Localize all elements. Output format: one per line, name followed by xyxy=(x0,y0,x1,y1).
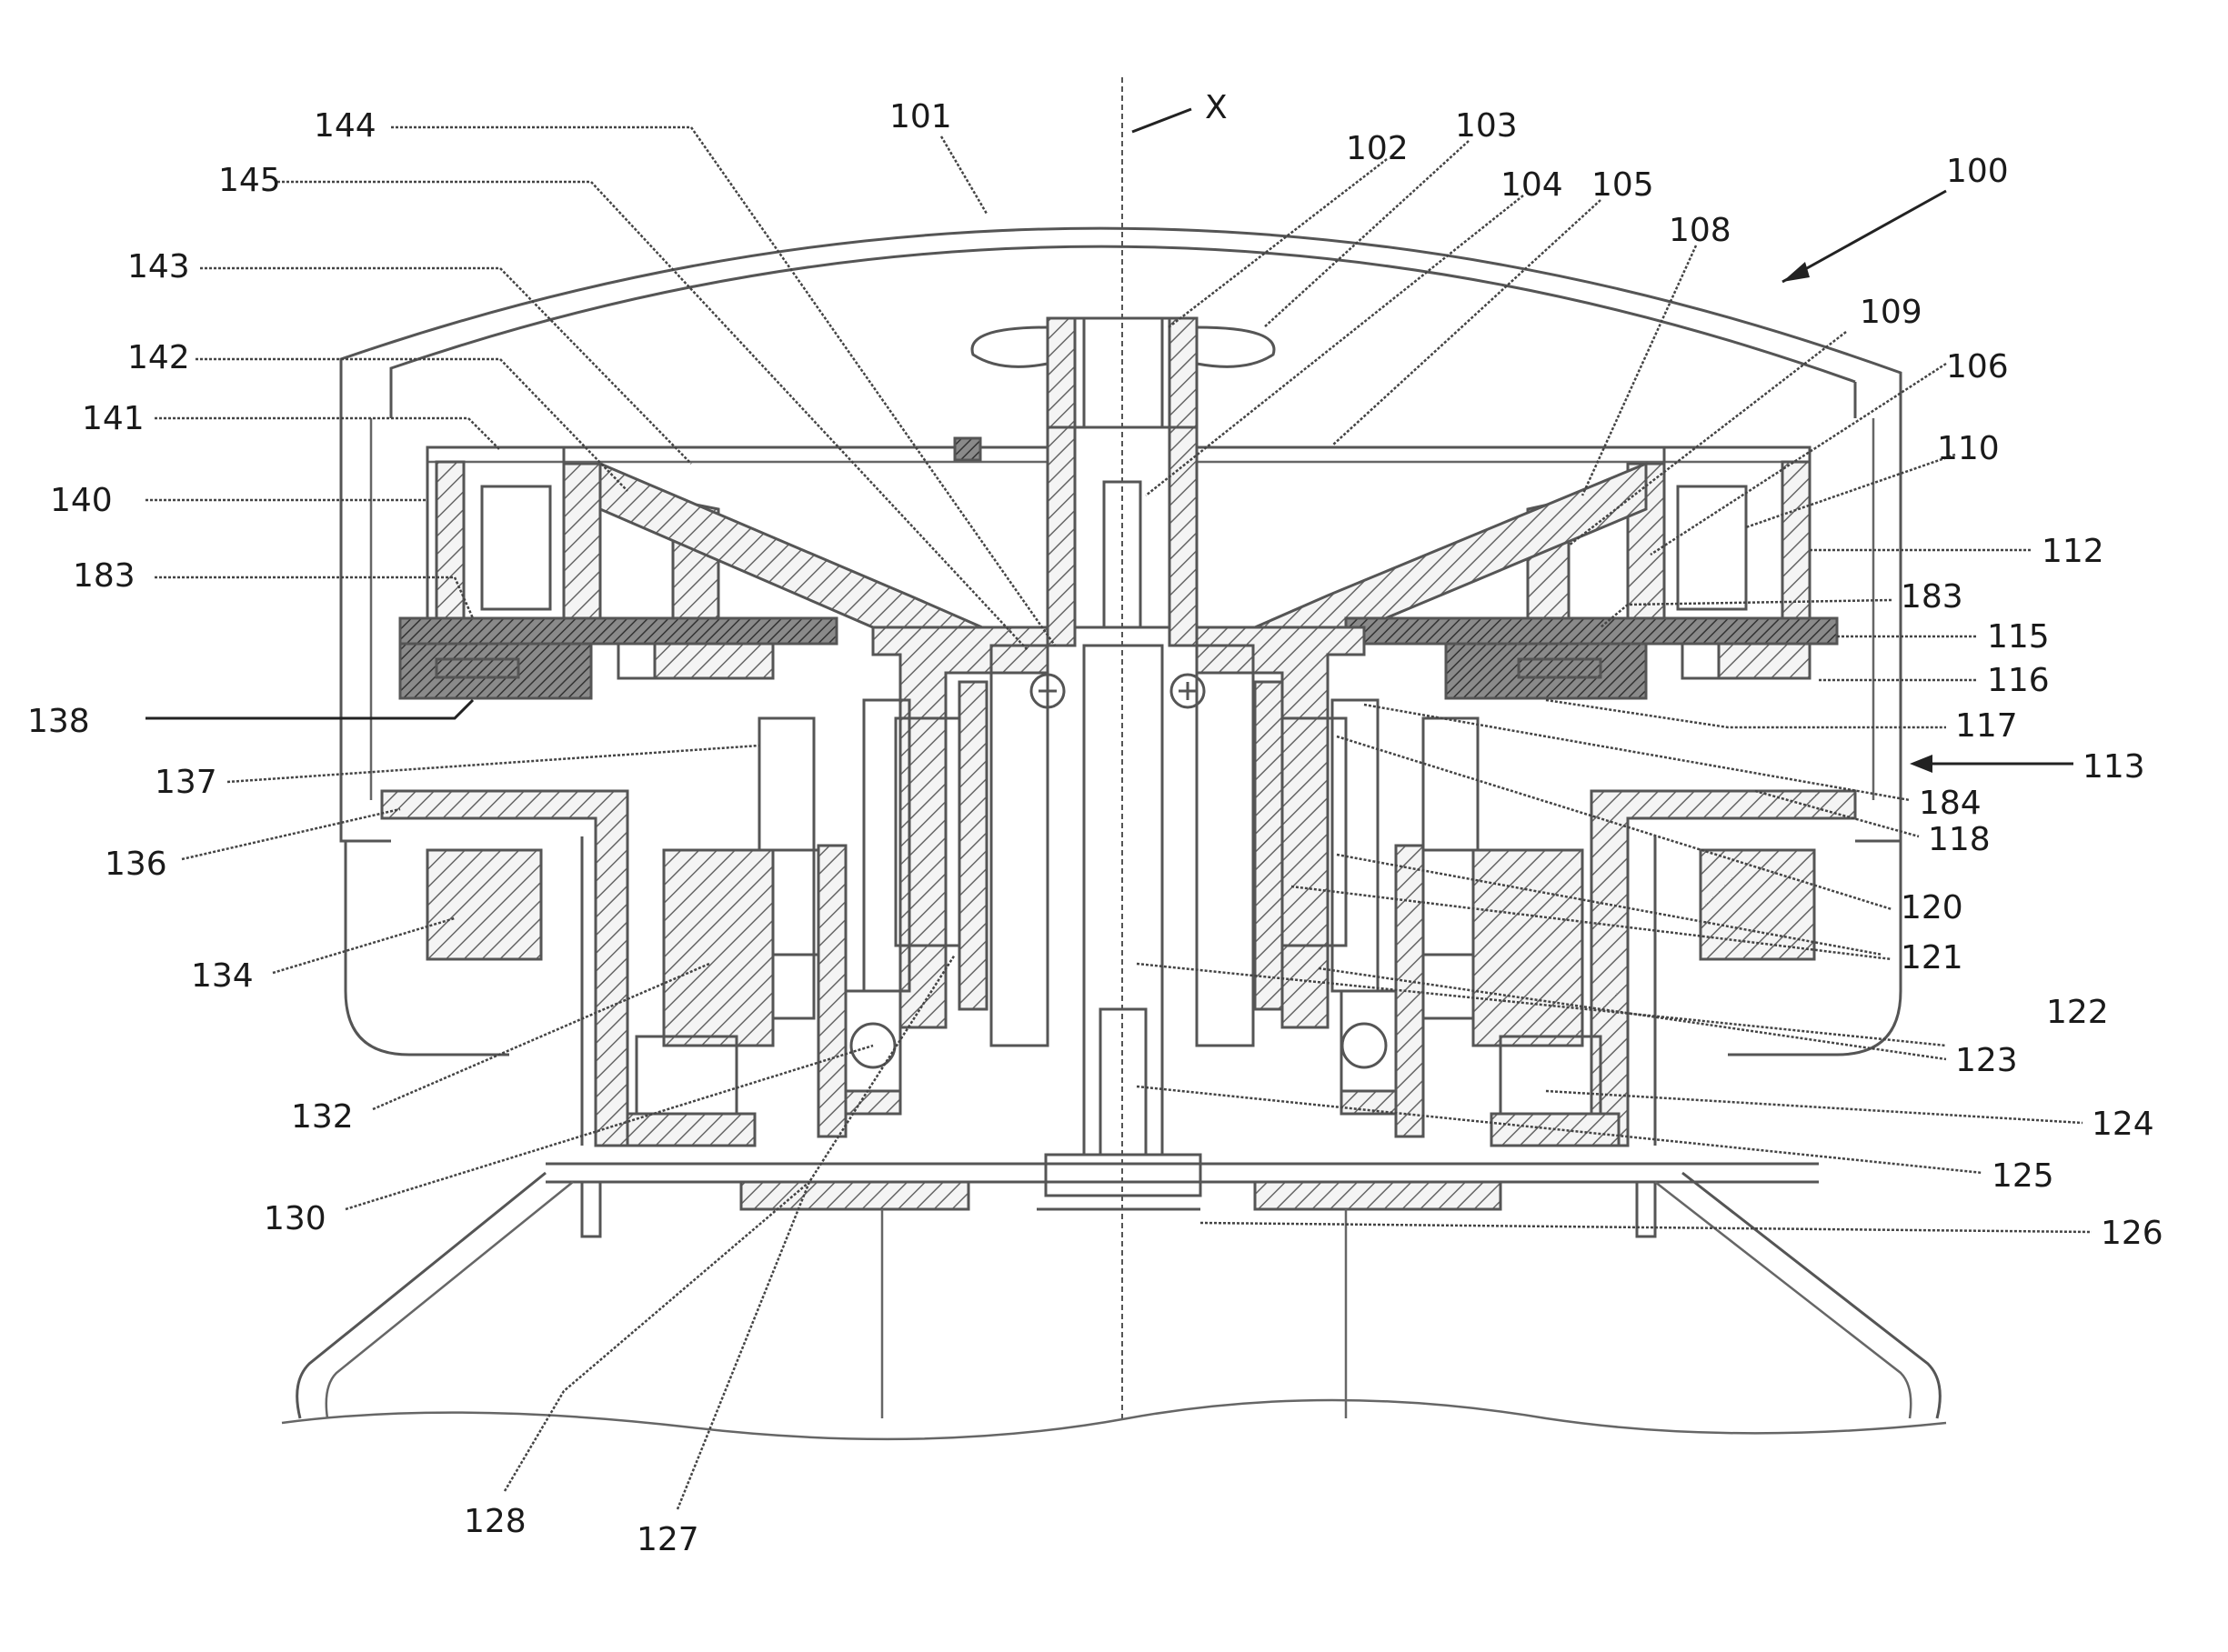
lower-bearing-right xyxy=(1342,1024,1386,1067)
callout-144: 144 xyxy=(314,107,376,145)
magnet-right xyxy=(1446,644,1646,698)
coil-right-inner xyxy=(1473,850,1582,1046)
callout-118: 118 xyxy=(1928,821,1991,858)
callout-115: 115 xyxy=(1987,618,2050,656)
callout-128: 128 xyxy=(464,1503,527,1540)
callout-labels: X 101 102 103 104 105 108 100 109 106 11… xyxy=(27,89,2163,1558)
base-foot-left xyxy=(741,1182,968,1209)
callout-136: 136 xyxy=(105,846,167,883)
callout-137: 137 xyxy=(155,764,217,801)
shaft-tube-right-wall xyxy=(1169,318,1197,646)
callout-140: 140 xyxy=(50,482,113,519)
callout-143: 143 xyxy=(127,248,190,285)
callout-142: 142 xyxy=(127,339,190,376)
callout-120: 120 xyxy=(1901,889,1963,926)
coil-left-inner xyxy=(664,850,773,1046)
skirt-left xyxy=(297,1173,546,1418)
callout-113: 113 xyxy=(2082,748,2145,786)
dome-cover xyxy=(341,228,1901,382)
callout-141: 141 xyxy=(82,400,145,437)
break-line xyxy=(282,1400,1946,1439)
callout-127: 127 xyxy=(637,1521,699,1558)
axis-x-label: X xyxy=(1205,89,1228,126)
frame-right xyxy=(1591,791,1855,1146)
callout-132: 132 xyxy=(291,1098,354,1136)
sensor-144 xyxy=(955,438,980,460)
callout-102: 102 xyxy=(1346,130,1409,167)
housing-right-wall xyxy=(1855,373,1901,841)
callout-112: 112 xyxy=(2042,533,2104,570)
plate-right xyxy=(1346,618,1837,644)
callout-183-right: 183 xyxy=(1901,578,1963,616)
shaft-tube-left-wall xyxy=(1048,318,1075,646)
callout-109: 109 xyxy=(1860,294,1922,331)
callout-110: 110 xyxy=(1937,430,2000,467)
callout-101: 101 xyxy=(889,98,952,135)
callout-104: 104 xyxy=(1500,166,1563,204)
callout-125: 125 xyxy=(1992,1157,2054,1195)
callout-145: 145 xyxy=(218,162,281,199)
callout-100: 100 xyxy=(1946,153,2009,190)
magnet-left xyxy=(400,644,591,698)
callout-126: 126 xyxy=(2101,1215,2163,1252)
frame-left xyxy=(382,791,627,1146)
callout-105: 105 xyxy=(1591,166,1654,204)
callout-116: 116 xyxy=(1987,662,2050,699)
plate-left xyxy=(400,618,837,644)
callout-130: 130 xyxy=(264,1200,326,1237)
upper-bearing-box-right xyxy=(1197,646,1253,1046)
skirt-right xyxy=(1682,1173,1940,1418)
callout-183-left: 183 xyxy=(73,557,135,595)
left-chamber-hatch xyxy=(437,462,464,618)
callout-106: 106 xyxy=(1946,348,2009,385)
rotor-magnet-right xyxy=(1332,700,1378,991)
callout-138: 138 xyxy=(27,703,90,740)
left-blade xyxy=(564,464,600,618)
callout-184: 184 xyxy=(1919,785,1982,822)
callout-117: 117 xyxy=(1955,707,2018,745)
callout-124: 124 xyxy=(2092,1106,2154,1143)
base-plate xyxy=(546,1164,1819,1182)
axis-x-pointer xyxy=(1132,109,1191,132)
callout-123: 123 xyxy=(1955,1042,2018,1079)
callout-103: 103 xyxy=(1455,107,1518,145)
callout-108: 108 xyxy=(1669,212,1731,249)
base-foot-right xyxy=(1255,1182,1500,1209)
callout-121: 121 xyxy=(1901,939,1963,976)
coil-left-outer xyxy=(427,850,541,959)
callout-134: 134 xyxy=(191,957,254,995)
callout-122: 122 xyxy=(2046,994,2109,1031)
drawing xyxy=(282,77,1946,1439)
